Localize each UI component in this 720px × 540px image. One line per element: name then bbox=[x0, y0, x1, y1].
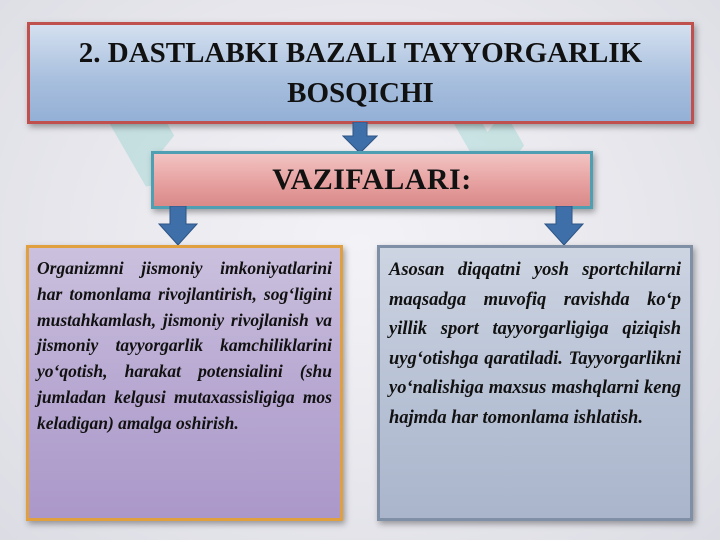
right-task-box: Asosan diqqatni yosh sportchilarni maqsa… bbox=[377, 245, 693, 521]
left-task-box: Organizmni jismoniy imkoniyatlarini har … bbox=[26, 245, 343, 521]
down-arrow-icon bbox=[342, 122, 378, 154]
subtitle-box: VAZIFALARI: bbox=[151, 151, 593, 209]
subtitle-text: VAZIFALARI: bbox=[272, 163, 472, 196]
down-arrow-icon bbox=[544, 206, 584, 246]
left-task-text: Organizmni jismoniy imkoniyatlarini har … bbox=[37, 258, 332, 433]
title-box: 2. DASTLABKI BAZALI TAYYORGARLIK BOSQICH… bbox=[27, 22, 694, 124]
title-text: 2. DASTLABKI BAZALI TAYYORGARLIK BOSQICH… bbox=[78, 37, 643, 109]
down-arrow-icon bbox=[158, 206, 198, 246]
right-task-text: Asosan diqqatni yosh sportchilarni maqsa… bbox=[389, 260, 681, 428]
